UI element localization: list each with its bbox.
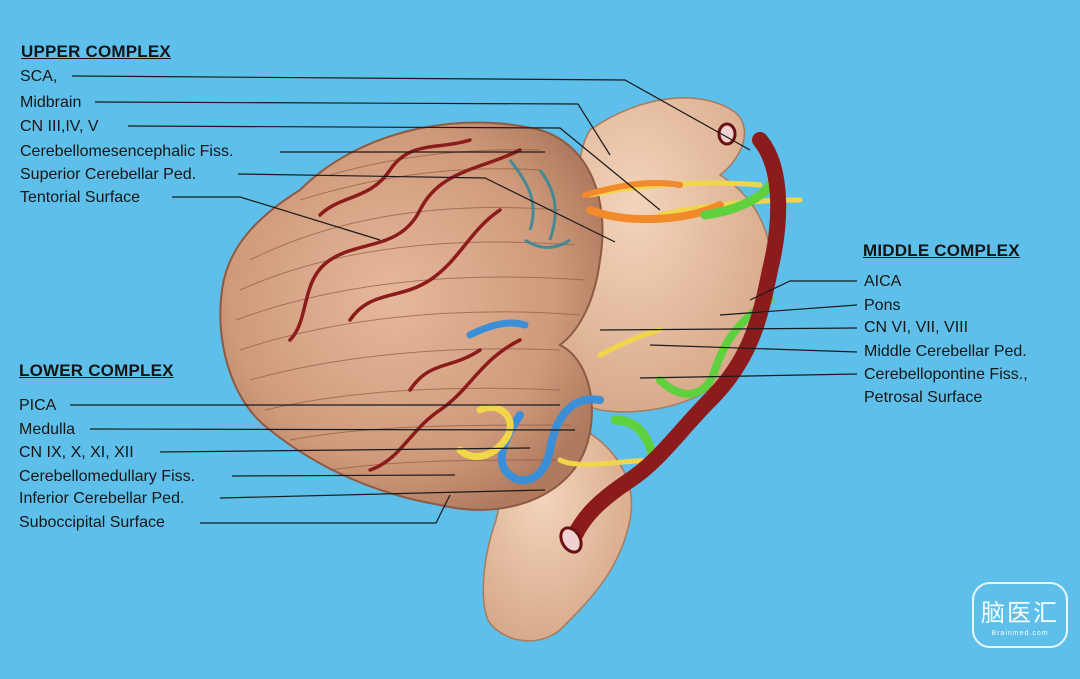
label-aica: AICA bbox=[864, 273, 902, 290]
watermark-subtext: Brainmed.com bbox=[991, 630, 1049, 637]
lower-nerves bbox=[456, 403, 514, 461]
artery-cut-end-lower bbox=[559, 526, 583, 554]
label-cerebellomedullary-fissure: Cerebellomedullary Fiss. bbox=[19, 468, 196, 485]
vertebral-artery bbox=[567, 132, 787, 543]
label-suboccipital-surface: Suboccipital Surface bbox=[19, 514, 165, 531]
label-cn-ix-x-xi-xii: CN IX, X, XI, XII bbox=[19, 444, 134, 461]
label-pica: PICA bbox=[19, 397, 57, 414]
label-petrosal-surface: Petrosal Surface bbox=[864, 389, 983, 406]
watermark-text: 脑医汇 bbox=[981, 599, 1059, 627]
upper-complex-heading: UPPER COMPLEX bbox=[21, 42, 171, 61]
sca-artery bbox=[586, 201, 724, 224]
pica-upper bbox=[466, 319, 529, 339]
cerebellar-surface-arteries bbox=[288, 138, 522, 472]
label-cn-iii-iv-v: CN III,IV, V bbox=[20, 118, 99, 135]
label-cerebellopontine-fissure: Cerebellopontine Fiss., bbox=[864, 366, 1028, 383]
aica-loop bbox=[656, 296, 774, 398]
label-middle-cerebellar-peduncle: Middle Cerebellar Ped. bbox=[864, 343, 1027, 360]
label-cerebellomesencephalic-fissure: Cerebellomesencephalic Fiss. bbox=[20, 143, 234, 160]
folia-lines bbox=[235, 149, 586, 471]
sca-artery-branch bbox=[582, 180, 683, 198]
label-inferior-cerebellar-peduncle: Inferior Cerebellar Ped. bbox=[19, 490, 185, 507]
brand-watermark: 脑医汇 Brainmed.com bbox=[972, 582, 1068, 648]
label-cn-vi-vii-viii: CN VI, VII, VIII bbox=[864, 319, 969, 336]
label-pons: Pons bbox=[864, 297, 901, 314]
middle-complex-heading: MIDDLE COMPLEX bbox=[863, 241, 1020, 260]
lower-complex-heading: LOWER COMPLEX bbox=[19, 361, 174, 380]
label-superior-cerebellar-peduncle: Superior Cerebellar Ped. bbox=[20, 166, 197, 183]
leader-lines bbox=[70, 75, 858, 524]
label-midbrain: Midbrain bbox=[20, 94, 82, 111]
label-medulla: Medulla bbox=[19, 421, 76, 438]
label-sca: SCA, bbox=[20, 68, 58, 85]
veins bbox=[508, 159, 571, 249]
label-tentorial-surface: Tentorial Surface bbox=[20, 189, 141, 206]
